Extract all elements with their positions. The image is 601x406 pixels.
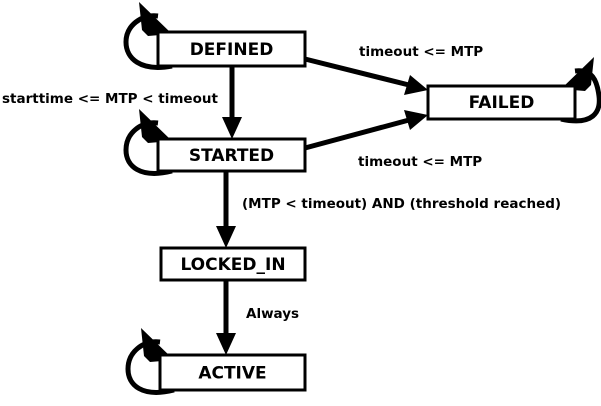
state-defined-label: DEFINED: [190, 40, 274, 60]
defined-failed-arrowhead: [404, 75, 428, 95]
label-timeout-from-defined: timeout <= MTP: [359, 44, 483, 60]
transition-started-to-failed[interactable]: [304, 110, 428, 151]
transition-defined-self[interactable]: [123, 2, 173, 70]
failed-self-loop-arrowhead: [561, 57, 594, 91]
defined-self-loop-arrowhead: [139, 2, 172, 36]
started-self-loop-arrowhead: [139, 109, 172, 143]
lockedin-active-arrowhead: [216, 333, 236, 355]
state-defined-rect: [156, 30, 307, 68]
state-locked-in-label: LOCKED_IN: [180, 255, 285, 275]
defined-started-arrowhead: [222, 117, 242, 139]
started-failed-arrowhead: [404, 110, 428, 130]
state-failed[interactable]: FAILED: [426, 84, 577, 121]
label-timeout-from-started: timeout <= MTP: [358, 154, 482, 170]
state-started[interactable]: STARTED: [156, 137, 307, 173]
state-failed-rect: [426, 84, 577, 121]
transition-started-self[interactable]: [123, 109, 173, 176]
transition-defined-to-failed[interactable]: [304, 56, 428, 95]
transition-started-to-lockedin[interactable]: [216, 171, 236, 248]
state-started-label: STARTED: [189, 146, 274, 166]
state-defined[interactable]: DEFINED: [156, 30, 307, 68]
state-active[interactable]: ACTIVE: [158, 353, 307, 392]
label-always-condition: Always: [246, 306, 299, 322]
defined-failed-line: [304, 56, 410, 88]
state-active-rect: [158, 353, 307, 392]
state-failed-label: FAILED: [469, 93, 535, 113]
started-lockedin-arrowhead: [216, 226, 236, 248]
label-starttime-condition: starttime <= MTP < timeout: [2, 91, 218, 107]
transition-lockedin-to-active[interactable]: [216, 280, 236, 355]
state-started-rect: [156, 137, 307, 173]
state-locked-in[interactable]: LOCKED_IN: [159, 246, 307, 282]
state-active-label: ACTIVE: [198, 364, 266, 384]
state-locked-in-rect: [159, 246, 307, 282]
transition-defined-to-started[interactable]: [222, 66, 242, 139]
started-failed-line: [304, 117, 410, 151]
transition-failed-self[interactable]: [560, 57, 601, 124]
label-threshold-condition: (MTP < timeout) AND (threshold reached): [242, 196, 561, 212]
